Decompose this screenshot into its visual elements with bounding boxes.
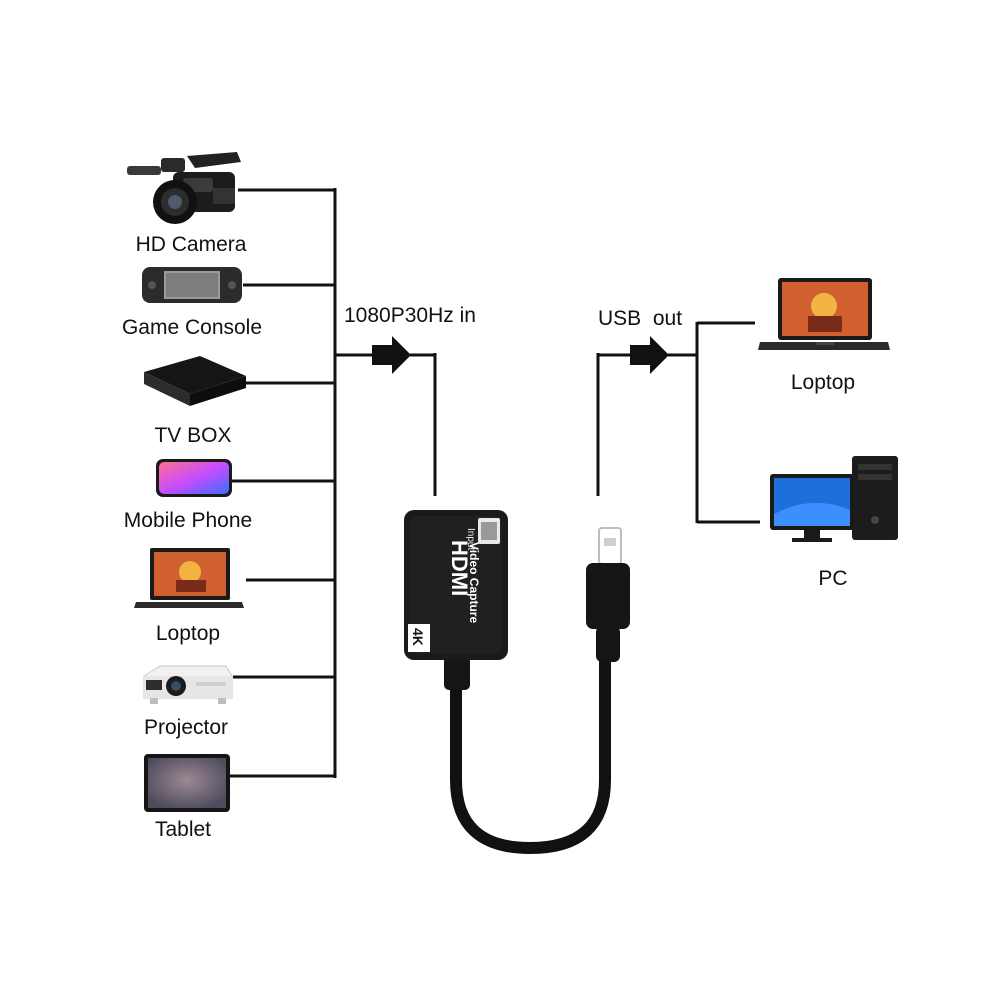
input-port-label: Input	[465, 528, 476, 550]
output-label-pc: PC	[818, 567, 848, 590]
mobile-phone-icon	[156, 459, 232, 497]
tablet-icon	[144, 754, 230, 812]
input-label-laptop: Loptop	[155, 622, 221, 645]
laptop-icon	[134, 548, 244, 608]
input-label-projector: Projector	[143, 716, 229, 739]
input-signal-label: 1080P30Hz in	[344, 304, 476, 327]
device-name: Video Capture	[467, 542, 481, 623]
input-label-game-console: Game Console	[121, 316, 263, 339]
4k-badge: 4K	[410, 628, 426, 646]
input-arrow-icon	[372, 336, 411, 374]
laptop-icon	[758, 278, 890, 350]
input-label-tv-box: TV BOX	[154, 424, 232, 447]
projector-icon	[143, 665, 233, 704]
video-camera-icon	[127, 152, 241, 224]
desktop-pc-icon	[770, 456, 898, 542]
hdmi-logo: HDMI	[447, 540, 472, 596]
output-signal-label: USB out	[598, 307, 683, 330]
handheld-console-icon	[142, 267, 242, 303]
input-label-tablet: Tablet	[154, 818, 212, 841]
input-label-mobile-phone: Mobile Phone	[123, 509, 253, 532]
output-label-laptop: Loptop	[790, 371, 856, 394]
output-arrow-icon	[630, 336, 669, 374]
tv-box-icon	[144, 356, 246, 406]
input-label-hd-camera: HD Camera	[135, 233, 247, 256]
video-capture-device: Input HDMI Video Capture 4K	[404, 510, 630, 855]
